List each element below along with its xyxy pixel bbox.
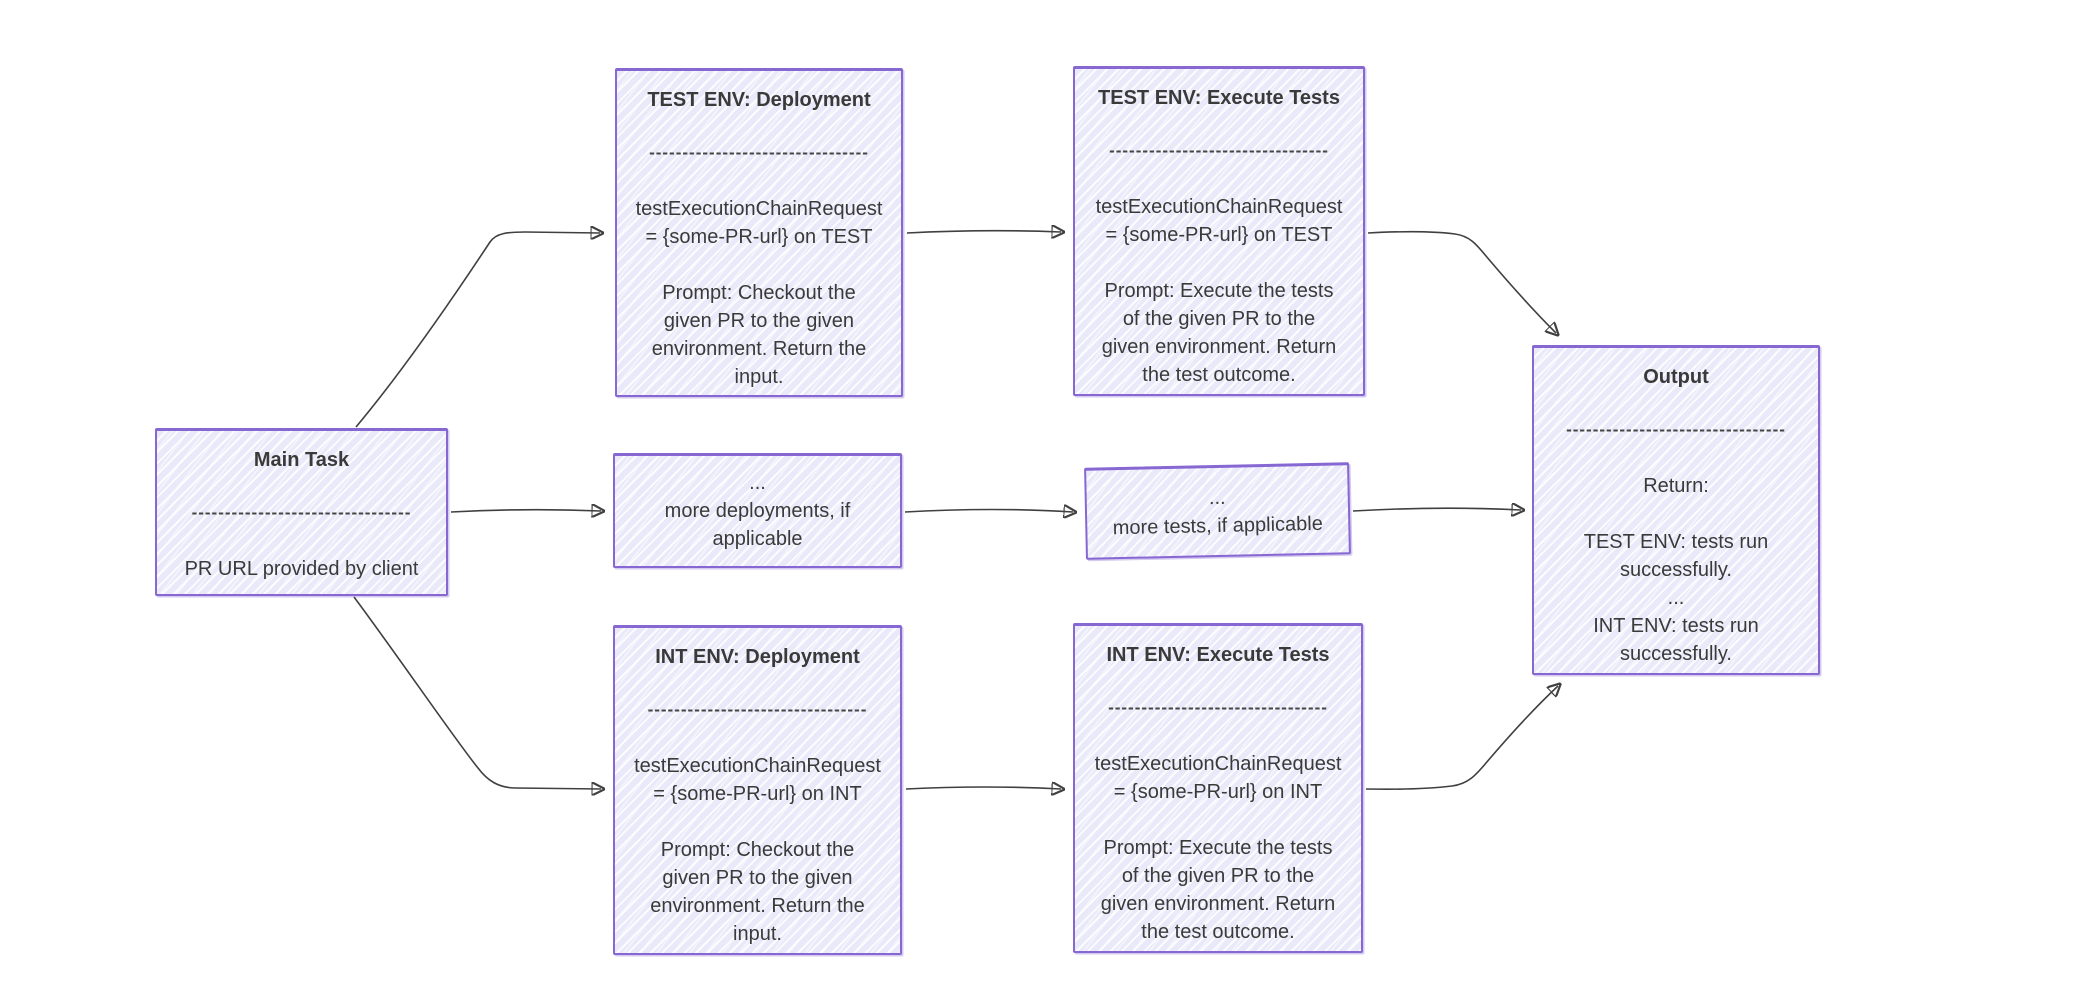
node-int-env-deployment[interactable]: INT ENV: Deployment --------------------… <box>613 625 902 955</box>
arrow-main-to-test-deploy <box>355 232 600 428</box>
node-int-env-deployment-divider: --------------------------------- <box>647 700 868 719</box>
node-test-env-execute-tests-title: TEST ENV: Execute Tests <box>1098 87 1340 109</box>
arrow-more-tests-to-output <box>1352 508 1521 511</box>
node-more-deployments-body: ... more deployments, if applicable <box>664 472 851 550</box>
node-int-env-deployment-title: INT ENV: Deployment <box>655 646 860 668</box>
node-int-env-deployment-body: testExecutionChainRequest = {some-PR-url… <box>634 755 881 945</box>
node-more-tests-body: ... more tests, if applicable <box>1112 486 1324 539</box>
node-output-divider: --------------------------------- <box>1566 420 1786 439</box>
arrow-test-exec-to-output <box>1367 230 1556 333</box>
node-test-env-deployment-divider: --------------------------------- <box>649 143 869 162</box>
arrow-more-deploy-to-more-tests <box>904 510 1073 513</box>
arrow-int-exec-to-output <box>1365 686 1558 790</box>
node-int-env-execute-tests-divider: --------------------------------- <box>1108 698 1328 717</box>
arrow-test-deploy-to-test-exec <box>906 231 1061 233</box>
arrow-main-to-int-deploy <box>353 596 601 789</box>
node-main-task-body: PR URL provided by client <box>184 558 419 580</box>
node-test-env-execute-tests[interactable]: TEST ENV: Execute Tests ----------------… <box>1073 66 1365 396</box>
node-main-task[interactable]: Main Task ------------------------------… <box>155 428 448 596</box>
node-test-env-execute-tests-body: testExecutionChainRequest = {some-PR-url… <box>1095 196 1343 386</box>
node-test-env-execute-tests-divider: --------------------------------- <box>1109 141 1329 160</box>
node-more-deployments[interactable]: ... more deployments, if applicable <box>613 453 902 568</box>
node-main-task-title: Main Task <box>253 449 350 471</box>
node-output-title: Output <box>1643 366 1709 388</box>
node-test-env-deployment[interactable]: TEST ENV: Deployment -------------------… <box>615 68 903 397</box>
arrow-main-to-more-deploy <box>450 510 601 512</box>
arrow-int-deploy-to-int-exec <box>905 787 1061 789</box>
node-more-tests[interactable]: ... more tests, if applicable <box>1084 462 1351 560</box>
node-output[interactable]: Output ---------------------------------… <box>1532 345 1820 675</box>
node-int-env-execute-tests-title: INT ENV: Execute Tests <box>1106 644 1330 666</box>
node-int-env-execute-tests-body: testExecutionChainRequest = {some-PR-url… <box>1094 753 1342 943</box>
node-output-body: Return: TEST ENV: tests run successfully… <box>1583 475 1769 665</box>
node-test-env-deployment-body: testExecutionChainRequest = {some-PR-url… <box>635 198 883 388</box>
node-int-env-execute-tests[interactable]: INT ENV: Execute Tests -----------------… <box>1073 623 1363 953</box>
node-main-task-divider: --------------------------------- <box>191 503 412 522</box>
node-test-env-deployment-title: TEST ENV: Deployment <box>647 89 871 111</box>
